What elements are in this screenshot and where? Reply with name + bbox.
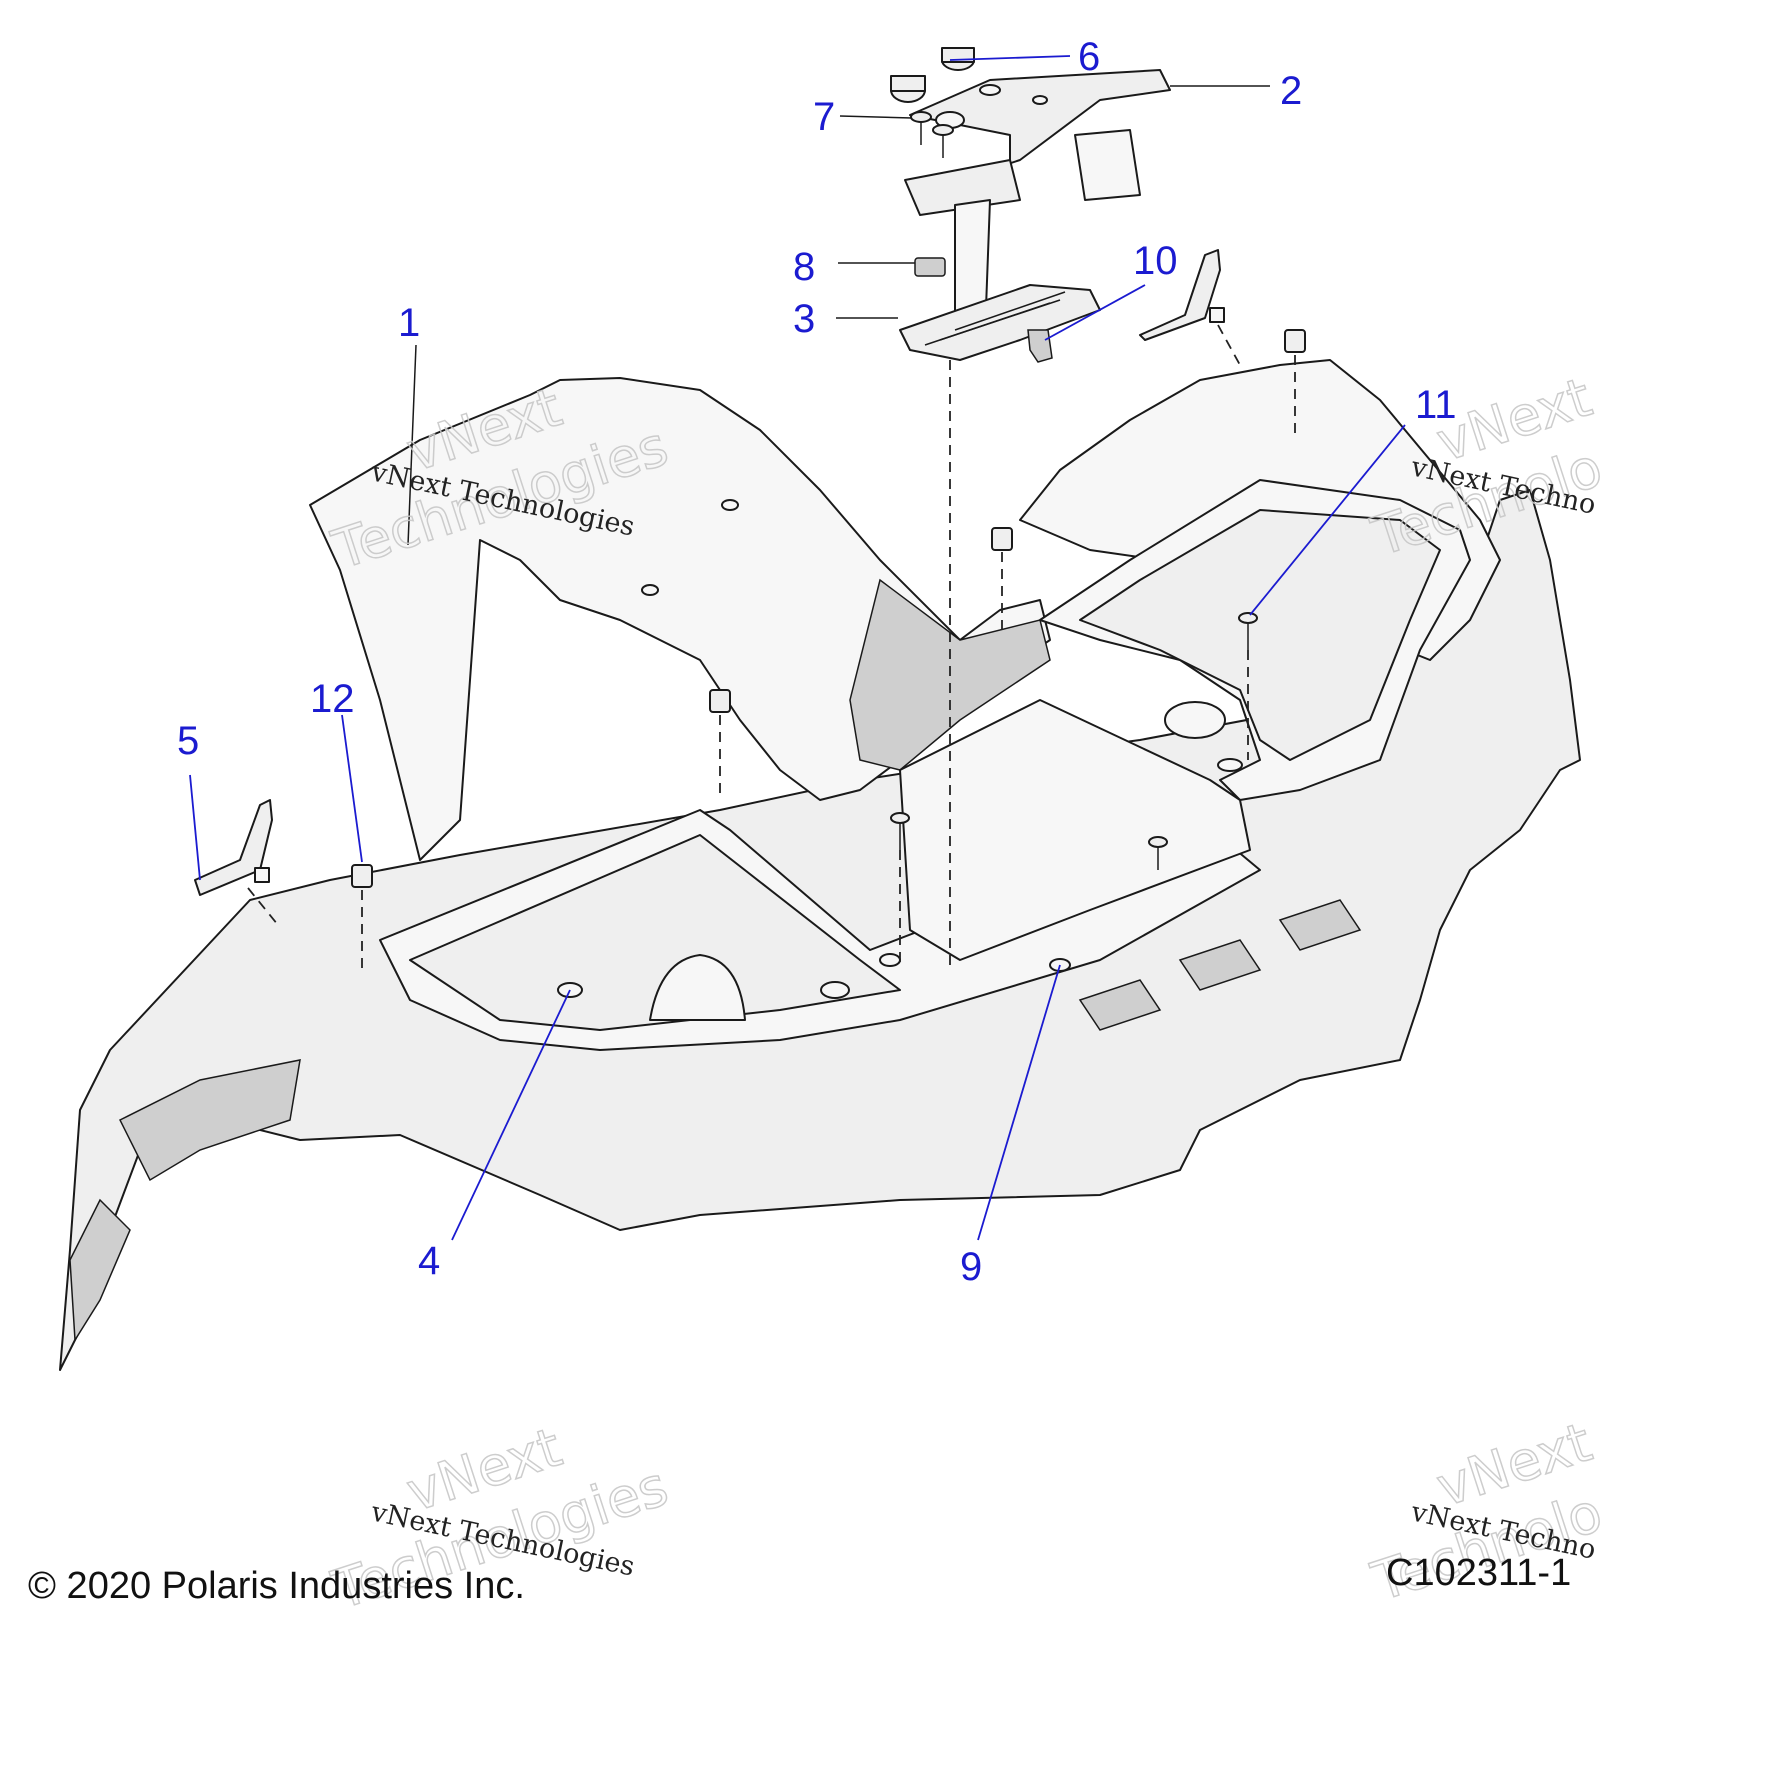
clip-part-10 [1027, 329, 1053, 363]
callout-4: 4 [418, 1239, 440, 1283]
callout-2: 2 [1280, 69, 1302, 113]
handle-part-5-left [194, 799, 273, 896]
storage-lid-part-3 [899, 284, 1101, 361]
callout-11: 11 [1415, 383, 1457, 427]
callout-labels: 1 2 3 4 5 6 7 8 9 10 11 12 [177, 35, 1457, 1289]
figure-id: C102311-1 [1386, 1552, 1571, 1594]
push-rivet-part-11 [890, 612, 1258, 870]
bolt-part-12 [351, 329, 1306, 888]
callout-3: 3 [793, 297, 815, 341]
handle-part-5-right [1139, 249, 1225, 341]
latch-part-8 [914, 257, 946, 277]
assembly-lines [247, 324, 1296, 975]
rear-fender-body [59, 359, 1581, 1371]
rubber-bumper-part-6 [890, 47, 975, 103]
copyright-text: © 2020 Polaris Industries Inc. [28, 1565, 525, 1607]
callout-12: 12 [310, 677, 355, 721]
callout-5: 5 [177, 719, 199, 763]
callout-7: 7 [813, 95, 835, 139]
callout-9: 9 [960, 1245, 982, 1289]
top-bracket-part-2 [904, 69, 1171, 341]
leader-lines [189, 55, 1406, 1241]
callout-6: 6 [1078, 35, 1100, 79]
callout-8: 8 [793, 245, 815, 289]
callout-1: 1 [398, 301, 420, 345]
screw-part-7 [910, 111, 954, 158]
callout-10: 10 [1133, 239, 1178, 283]
